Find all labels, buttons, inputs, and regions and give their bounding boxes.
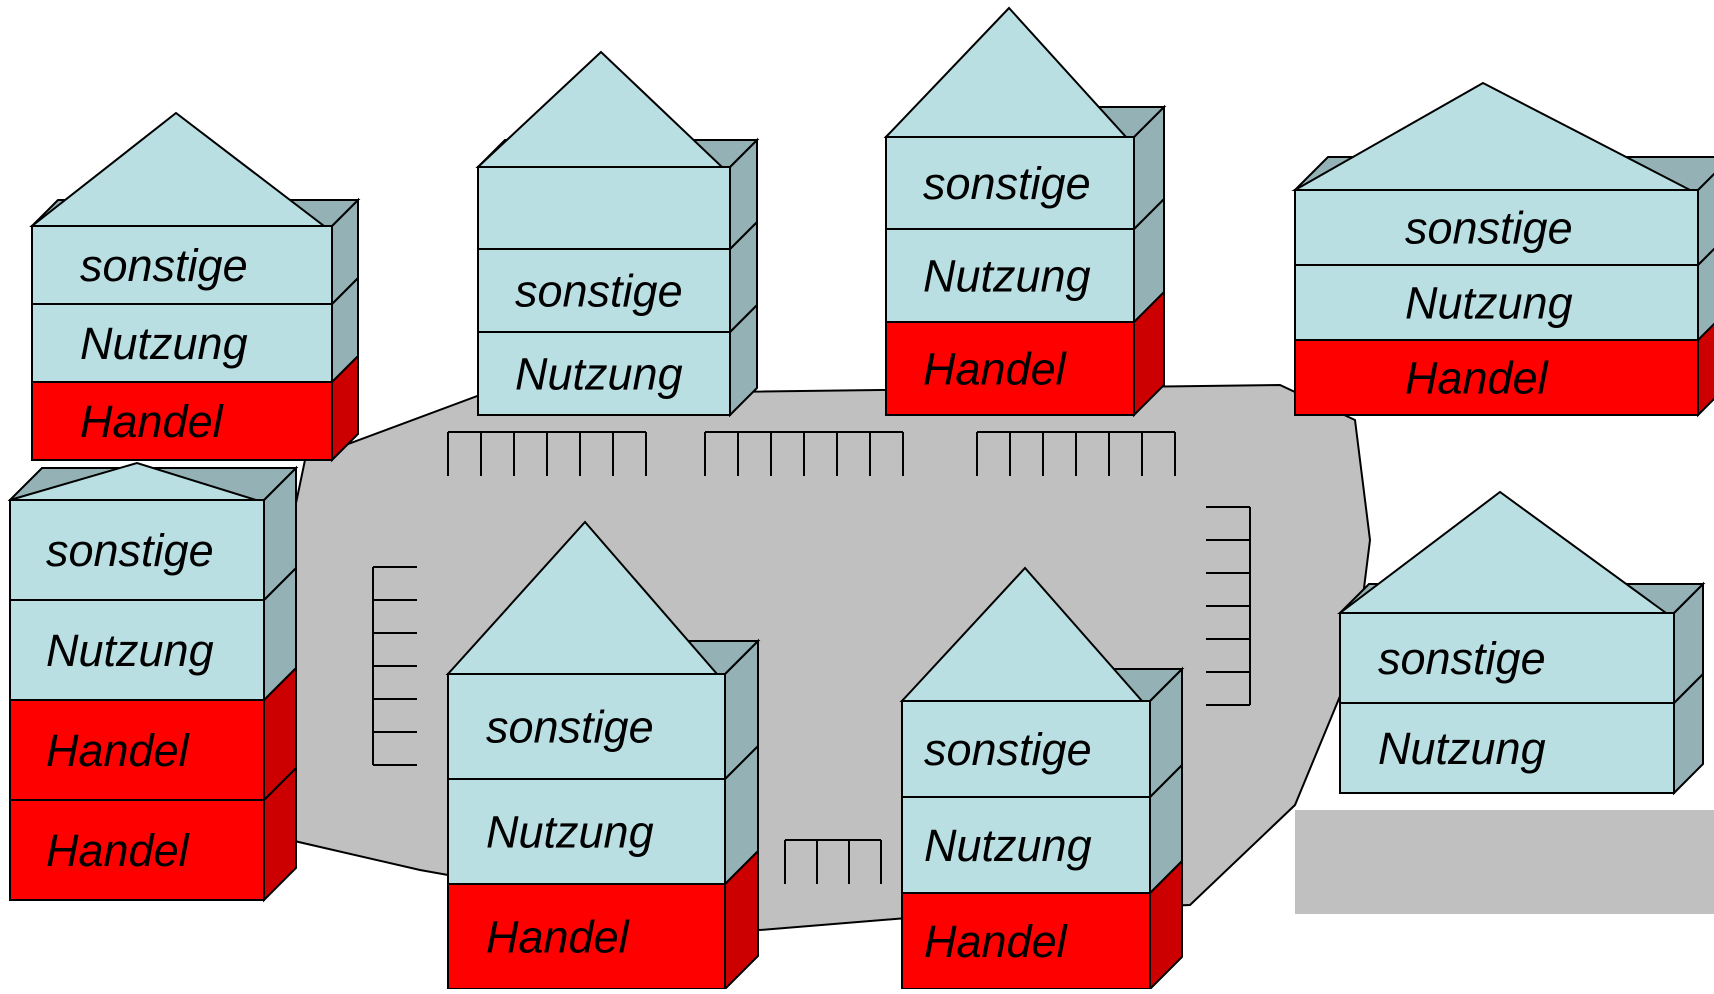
floor-label: sonstige — [1405, 203, 1573, 254]
building-4: Handel Nutzung sonstige — [1291, 81, 1714, 418]
floor-other: Nutzung — [9, 565, 297, 703]
floor-front-face — [447, 883, 726, 990]
floor-other: Nutzung — [31, 275, 359, 385]
floor-label: Handel — [80, 396, 225, 447]
floor-label: Nutzung — [1405, 278, 1573, 329]
floor-front-face — [477, 166, 731, 250]
roof-gable — [1337, 490, 1670, 614]
roof-gable — [1291, 81, 1691, 191]
floor-label: Nutzung — [46, 625, 214, 676]
parking-row — [704, 431, 904, 476]
floor-front-face — [1294, 189, 1699, 266]
floor-label: sonstige — [486, 702, 654, 753]
floor-retail: Handel — [9, 765, 297, 903]
floor-other: Nutzung — [477, 302, 758, 418]
floor-other — [477, 137, 758, 252]
floor-other: sonstige — [1294, 172, 1714, 268]
parking-row — [447, 431, 647, 476]
parking-row — [1206, 506, 1251, 706]
floor-retail: Handel — [9, 665, 297, 803]
floor-label: Nutzung — [923, 251, 1091, 302]
floor-retail: Handel — [447, 848, 759, 992]
building-3: Handel Nutzung sonstige — [883, 6, 1167, 418]
floor-label: Handel — [486, 912, 631, 963]
floor-front-face — [447, 673, 726, 780]
building-8: Nutzung sonstige — [1337, 490, 1706, 796]
road-strip — [1295, 810, 1714, 914]
floor-label: sonstige — [515, 266, 683, 317]
floor-other: sonstige — [477, 219, 758, 335]
floor-retail: Handel — [1294, 322, 1714, 418]
roof-gable — [475, 50, 725, 168]
floor-label: Nutzung — [924, 820, 1092, 871]
floor-front-face — [447, 778, 726, 885]
floor-other: Nutzung — [1294, 247, 1714, 343]
building-1: Handel Nutzung sonstige — [29, 111, 361, 463]
floor-front-face — [9, 599, 265, 701]
floor-front-face — [31, 225, 333, 305]
roof-gable — [899, 566, 1145, 702]
building-layer: HandelNutzungsonstigeNutzungsonstigeHand… — [7, 6, 1714, 992]
floor-front-face — [31, 381, 333, 461]
floor-front-face — [901, 700, 1151, 798]
floor-front-face — [1339, 612, 1675, 704]
floor-label: sonstige — [1378, 633, 1546, 684]
floor-label: Nutzung — [486, 807, 654, 858]
floor-label: sonstige — [80, 240, 248, 291]
parking-row — [784, 839, 882, 884]
floor-retail: Handel — [31, 353, 359, 463]
roof-gable — [445, 520, 720, 675]
floor-other: sonstige — [901, 666, 1183, 800]
floor-other: sonstige — [447, 638, 759, 782]
floor-front-face — [31, 303, 333, 383]
floor-label: Handel — [46, 725, 191, 776]
parking-layer — [372, 431, 1251, 884]
floor-other: sonstige — [31, 197, 359, 307]
parking-row — [976, 431, 1176, 476]
floor-label: Nutzung — [1378, 723, 1546, 774]
floor-other: sonstige — [1339, 581, 1704, 706]
floor-label: Handel — [46, 825, 191, 876]
floor-other: Nutzung — [447, 743, 759, 887]
floor-label: sonstige — [46, 525, 214, 576]
floor-other: Nutzung — [885, 196, 1165, 325]
building-7: Handel Nutzung sonstige — [899, 566, 1185, 992]
floor-front-face — [1294, 264, 1699, 341]
roof-gable — [29, 111, 327, 227]
floor-front-face — [477, 248, 731, 333]
plaza-area — [273, 383, 1372, 932]
roof-gable — [9, 461, 257, 501]
parking-row — [372, 566, 417, 766]
building-6: Handel Nutzung sonstige — [445, 520, 761, 992]
building-2: Nutzung sonstige — [475, 50, 760, 418]
floor-front-face — [9, 799, 265, 901]
floor-label: Nutzung — [80, 318, 248, 369]
floor-label: sonstige — [923, 158, 1091, 209]
floor-label: sonstige — [924, 724, 1092, 775]
floor-front-face — [9, 699, 265, 801]
floor-label: Handel — [924, 916, 1069, 967]
floor-label: Handel — [923, 344, 1068, 395]
floor-label: Nutzung — [515, 349, 683, 400]
floor-label: Handel — [1405, 353, 1550, 404]
floor-front-face — [885, 228, 1135, 323]
roof-gable — [883, 6, 1129, 138]
